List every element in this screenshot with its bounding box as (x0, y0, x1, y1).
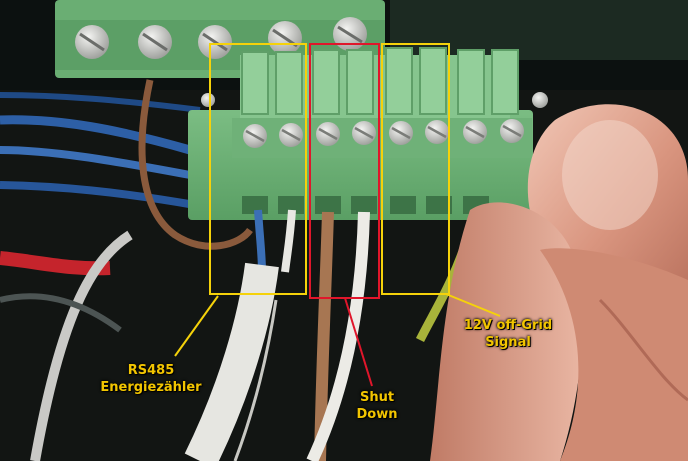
blue-wires-left (0, 92, 201, 209)
rs485-label: RS485 Energiezähler (100, 363, 202, 395)
white-rs485-wire (281, 209, 296, 273)
shutdown-highlight-box (309, 43, 380, 299)
main-terminal-block (188, 47, 548, 220)
brown-loop-wire (138, 79, 253, 250)
white-shutdown-wire (306, 211, 370, 461)
blue-rs485-wire (254, 209, 266, 273)
rs485-leader-line (174, 295, 219, 357)
index-finger (430, 202, 583, 461)
rs485-highlight-box (209, 43, 307, 295)
shutdown-leader-line (344, 297, 373, 387)
hand (430, 104, 688, 461)
white-rs485-cable (184, 262, 279, 461)
annotation-boxes (209, 43, 450, 299)
offgrid-highlight-box (381, 43, 450, 295)
brown-shutdown-wire (314, 211, 334, 461)
offgrid-signal-label: 12V off-Grid Signal (463, 318, 553, 350)
leader-lines (174, 293, 501, 387)
offgrid-leader-line (445, 293, 501, 317)
shutdown-label: Shut Down (356, 390, 398, 422)
